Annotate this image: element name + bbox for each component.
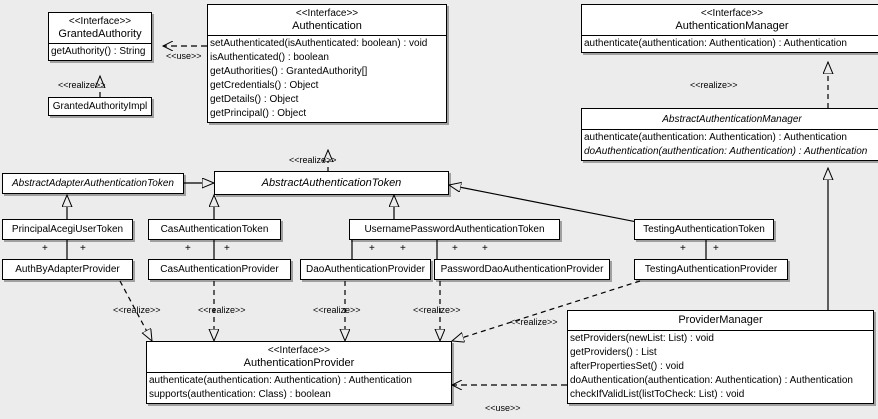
edge-label-realize-authbyadapter: <<realize>>: [113, 305, 161, 315]
association-marker-plus: +: [713, 243, 719, 254]
members-compartment: setAuthenticated(isAuthenticated: boolea…: [208, 36, 446, 122]
member-row: authenticate(authentication: Authenticat…: [584, 38, 847, 49]
association-marker-plus: +: [482, 243, 488, 254]
class-name-label: GrantedAuthority: [58, 28, 142, 40]
class-testing-authentication-token[interactable]: TestingAuthenticationToken: [634, 219, 774, 240]
edge-label-realize-grantedauthorityimpl: <<realize>>: [58, 80, 106, 90]
stereotype-label: <<Interface>>: [700, 8, 764, 19]
class-abstract-authentication-token[interactable]: AbstractAuthenticationToken: [214, 171, 449, 195]
members-compartment: authenticate(authentication: Authenticat…: [582, 36, 878, 52]
divider: [568, 330, 873, 331]
class-provider-manager[interactable]: ProviderManager setProviders(newList: Li…: [567, 310, 874, 404]
class-cas-authentication-token[interactable]: CasAuthenticationToken: [148, 219, 281, 240]
divider: [582, 129, 878, 130]
member-row: isAuthenticated() : boolean: [210, 52, 329, 63]
association-marker-plus: +: [224, 243, 230, 254]
class-authentication[interactable]: <<Interface>> Authentication setAuthenti…: [207, 4, 447, 123]
members-compartment: setProviders(newList: List) : void getPr…: [568, 331, 873, 403]
class-granted-authority-impl[interactable]: GrantedAuthorityImpl: [48, 97, 152, 116]
stereotype-label: <<Interface>>: [267, 345, 331, 356]
divider: [208, 35, 446, 36]
class-header: <<Interface>> GrantedAuthority: [49, 13, 151, 43]
divider: [582, 35, 878, 36]
edge-label-realize-abstractauthenticationtoken: <<realize>>: [289, 155, 337, 165]
member-row: checkIfValidList(listToCheck: List) : vo…: [570, 389, 745, 400]
class-name-label: ProviderManager: [678, 314, 763, 326]
divider: [147, 372, 451, 373]
member-row: getAuthorities() : GrantedAuthority[]: [210, 66, 368, 77]
class-header: ProviderManager: [568, 311, 873, 330]
member-row: getPrincipal() : Object: [210, 108, 307, 119]
class-testing-authentication-provider[interactable]: TestingAuthenticationProvider: [634, 259, 788, 280]
edge-label-realize-abstractauthenticationmanager: <<realize>>: [690, 80, 738, 90]
member-row: getDetails() : Object: [210, 94, 299, 105]
member-row: setProviders(newList: List) : void: [570, 333, 714, 344]
edge-label-realize-testing: <<realize>>: [510, 317, 558, 327]
association-marker-plus: +: [369, 243, 375, 254]
class-authentication-provider[interactable]: <<Interface>> AuthenticationProvider aut…: [146, 341, 452, 404]
member-row: doAuthentication(authentication: Authent…: [570, 375, 853, 386]
class-header: <<Interface>> AuthenticationProvider: [147, 342, 451, 372]
class-header: <<Interface>> AuthenticationManager: [582, 5, 878, 35]
member-row: authenticate(authentication: Authenticat…: [584, 132, 847, 143]
class-principal-acegi-user-token[interactable]: PrincipalAcegiUserToken: [2, 219, 133, 240]
members-compartment: authenticate(authentication: Authenticat…: [147, 373, 451, 403]
member-row: authenticate(authentication: Authenticat…: [149, 375, 412, 386]
edge-label-realize-dao: <<realize>>: [313, 305, 361, 315]
class-name-label: AuthenticationManager: [675, 20, 789, 32]
edge-label-use-providermanager: <<use>>: [485, 403, 521, 413]
member-row: getProviders() : List: [570, 347, 657, 358]
class-abstract-adapter-authentication-token[interactable]: AbstractAdapterAuthenticationToken: [2, 173, 184, 194]
class-name-label: AuthenticationProvider: [243, 357, 355, 369]
class-granted-authority[interactable]: <<Interface>> GrantedAuthority getAuthor…: [48, 12, 152, 61]
edge-label-realize-cas: <<realize>>: [198, 305, 246, 315]
member-row: supports(authentication: Class) : boolea…: [149, 389, 331, 400]
edge-label-realize-passworddao: <<realize>>: [413, 305, 461, 315]
member-row: getAuthority() : String: [51, 46, 146, 57]
class-header: AbstractAuthenticationManager: [582, 109, 878, 129]
association-marker-plus: +: [42, 243, 48, 254]
class-auth-by-adapter-provider[interactable]: AuthByAdapterProvider: [2, 259, 133, 280]
association-marker-plus: +: [80, 243, 86, 254]
class-authentication-manager[interactable]: <<Interface>> AuthenticationManager auth…: [581, 4, 878, 53]
divider: [49, 43, 151, 44]
members-compartment: getAuthority() : String: [49, 44, 151, 60]
class-header: <<Interface>> Authentication: [208, 5, 446, 35]
association-marker-plus: +: [185, 243, 191, 254]
member-row: getCredentials() : Object: [210, 80, 319, 91]
members-compartment: authenticate(authentication: Authenticat…: [582, 130, 878, 160]
edge-label-use-authentication-grantedauthority: <<use>>: [166, 51, 202, 61]
class-username-password-authentication-token[interactable]: UsernamePasswordAuthenticationToken: [349, 219, 560, 240]
class-name-label: AbstractAuthenticationManager: [662, 114, 802, 125]
class-password-dao-authentication-provider[interactable]: PasswordDaoAuthenticationProvider: [434, 259, 610, 280]
association-marker-plus: +: [452, 243, 458, 254]
class-dao-authentication-provider[interactable]: DaoAuthenticationProvider: [300, 259, 431, 280]
stereotype-label: <<Interface>>: [68, 16, 132, 27]
member-row: afterPropertiesSet() : void: [570, 361, 684, 372]
class-name-label: Authentication: [292, 20, 362, 32]
association-marker-plus: +: [400, 243, 406, 254]
stereotype-label: <<Interface>>: [295, 8, 359, 19]
association-marker-plus: +: [680, 243, 686, 254]
class-abstract-authentication-manager[interactable]: AbstractAuthenticationManager authentica…: [581, 108, 878, 161]
class-cas-authentication-provider[interactable]: CasAuthenticationProvider: [148, 259, 291, 280]
edge-testingtoken-extends-abstractauthenticationtoken: [449, 185, 638, 223]
member-row: doAuthentication(authentication: Authent…: [584, 146, 868, 157]
member-row: setAuthenticated(isAuthenticated: boolea…: [210, 38, 428, 49]
